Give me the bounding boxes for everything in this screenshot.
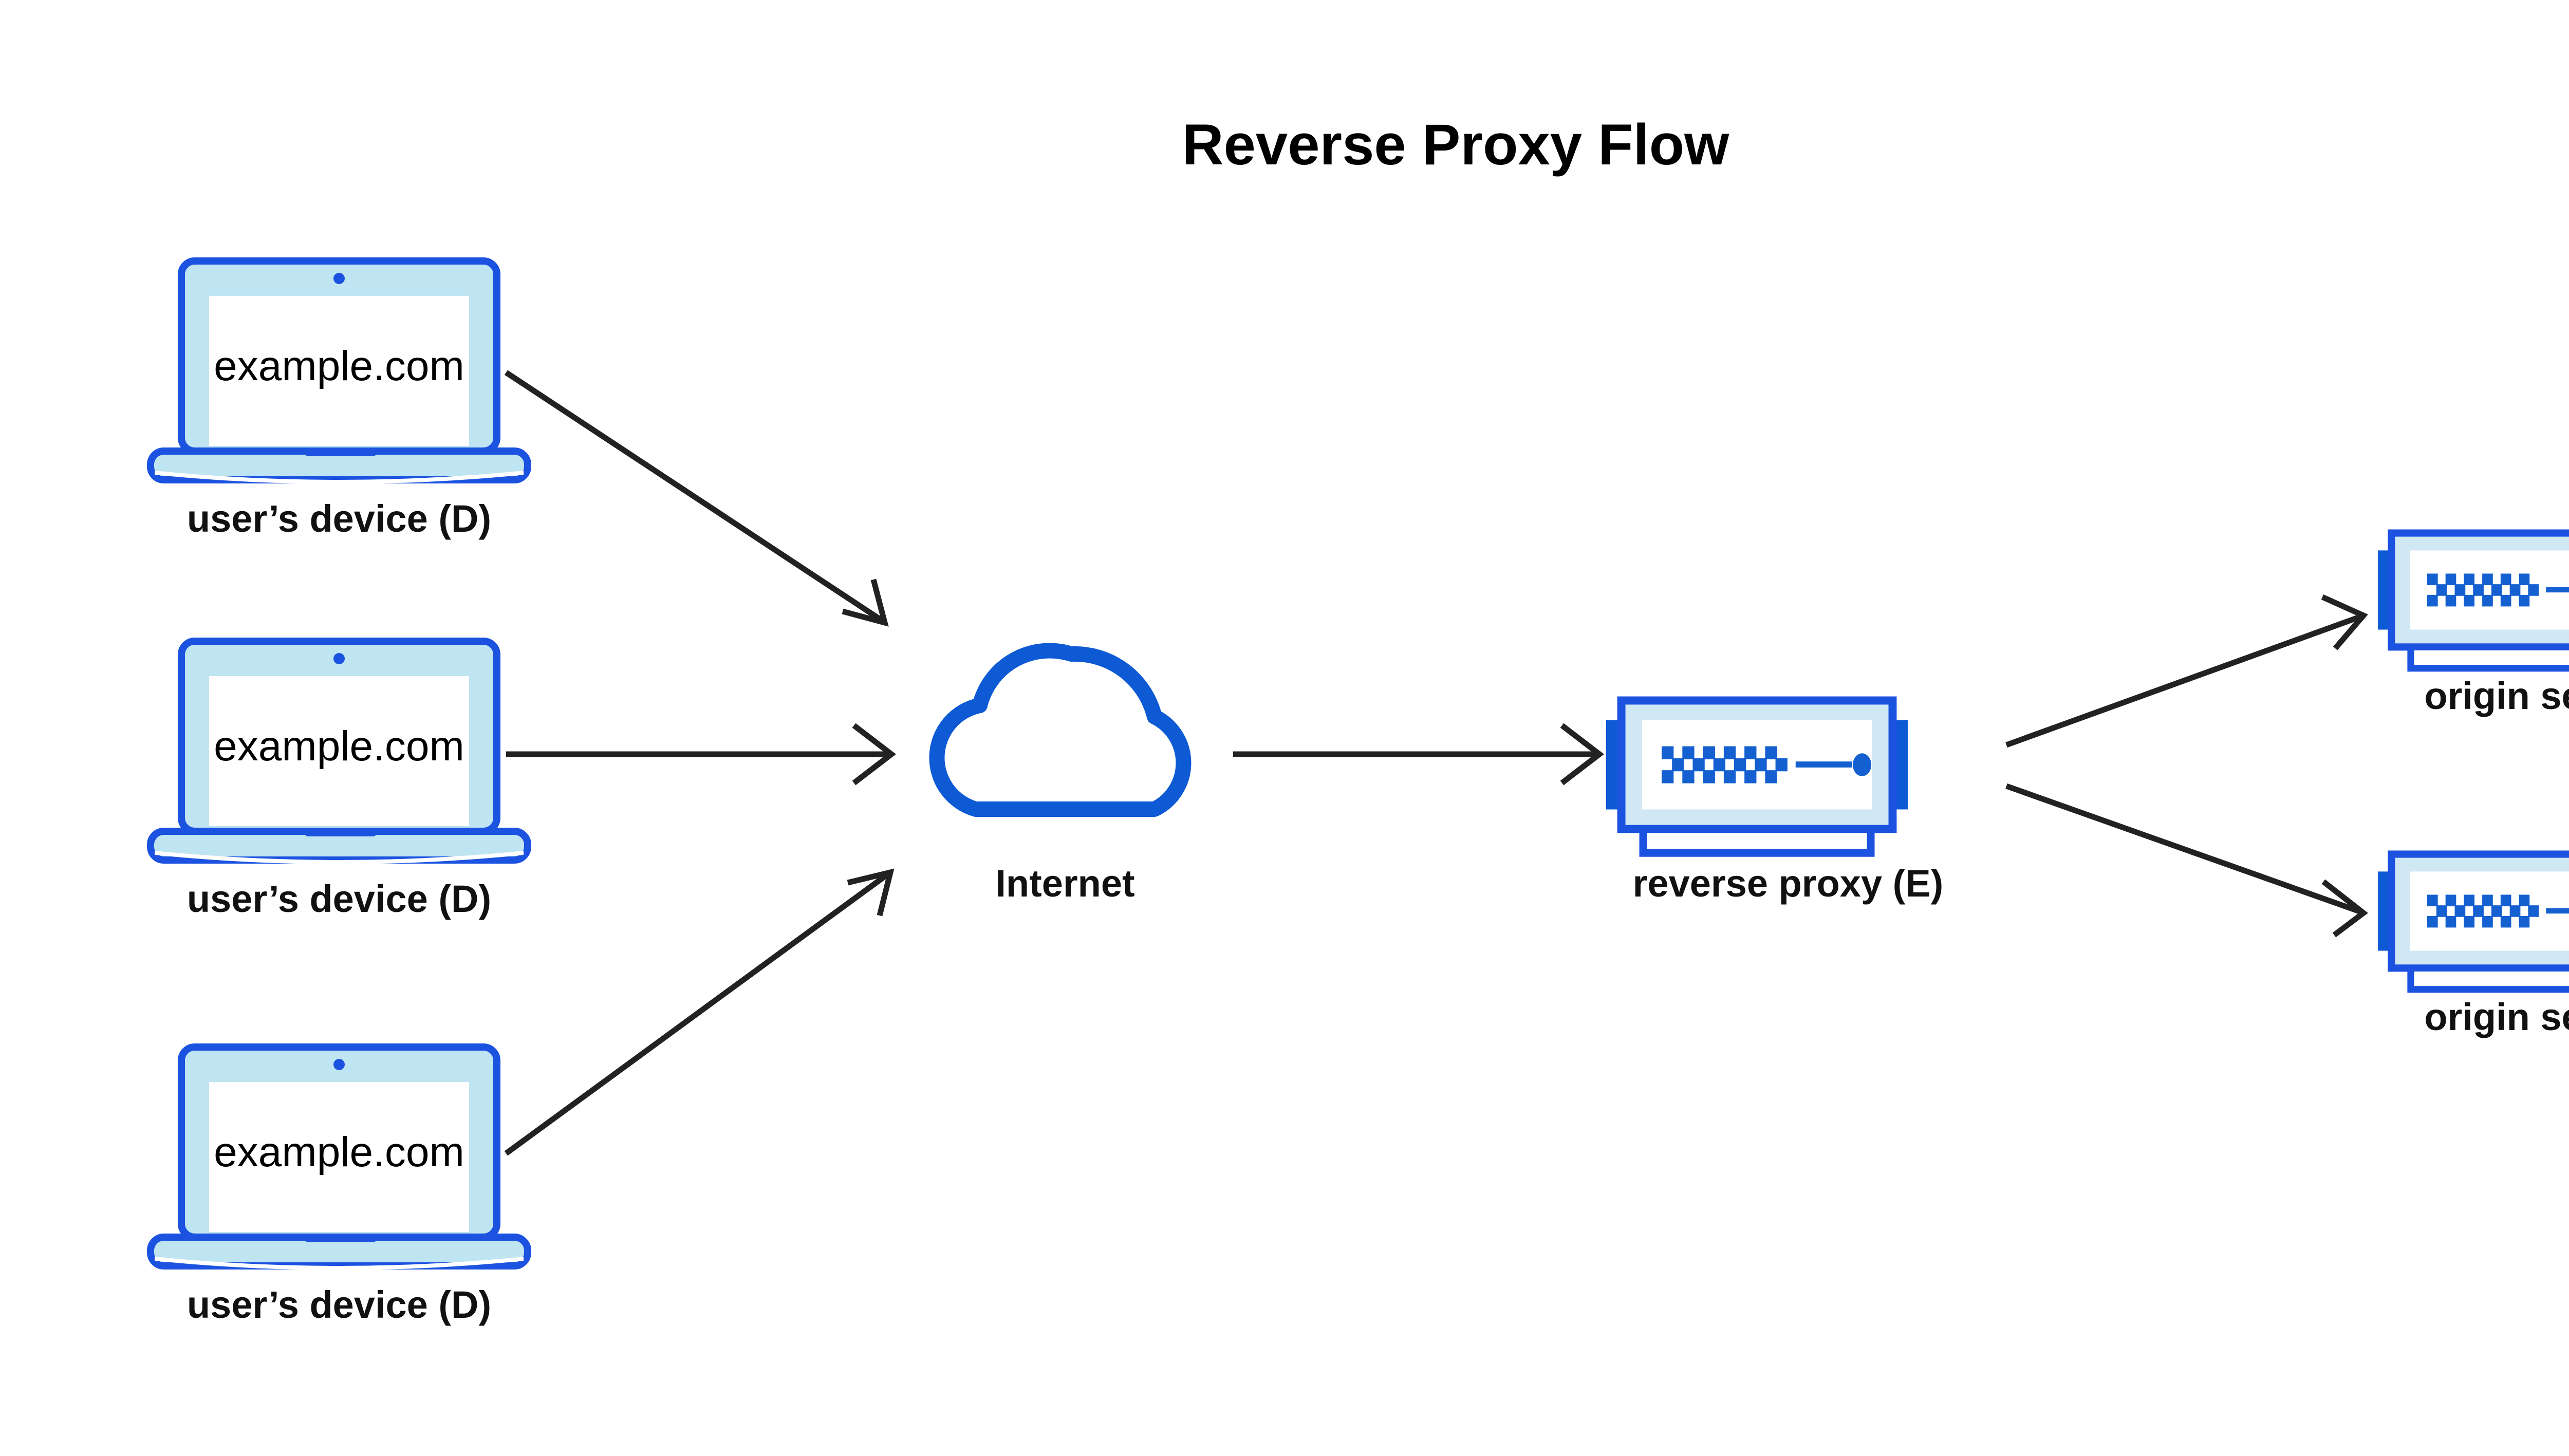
node-user-device-top[interactable]: example.com user’s device (D)	[151, 261, 528, 540]
server-icon	[2378, 854, 2569, 990]
edge-reverse-proxy-to-origin-top	[2005, 594, 2368, 748]
reverse-proxy-label: reverse proxy (E)	[1633, 862, 1944, 905]
cloud-icon	[937, 651, 1183, 809]
edge-device-top-to-internet	[504, 370, 889, 627]
server-icon	[1606, 700, 1908, 853]
edge-device-middle-to-internet	[506, 723, 897, 786]
device-screen-text: example.com	[214, 343, 464, 389]
node-user-device-middle[interactable]: example.com user’s device (D)	[151, 641, 528, 920]
device-label: user’s device (D)	[187, 878, 491, 920]
node-origin-server-bottom[interactable]: origin server (F)	[2378, 854, 2569, 1038]
edge-device-bottom-to-internet	[504, 868, 895, 1156]
cloud-label: Internet	[995, 862, 1134, 905]
node-reverse-proxy[interactable]: reverse proxy (E)	[1606, 700, 1943, 905]
node-origin-server-top[interactable]: origin server (F)	[2378, 533, 2569, 717]
device-screen-text: example.com	[214, 723, 464, 770]
device-label: user’s device (D)	[187, 1283, 491, 1326]
edge-reverse-proxy-to-origin-bottom	[2005, 783, 2369, 938]
edge-internet-to-reverse-proxy	[1233, 723, 1605, 786]
device-screen-text: example.com	[214, 1129, 464, 1175]
node-user-device-bottom[interactable]: example.com user’s device (D)	[151, 1047, 528, 1326]
origin-server-label: origin server (F)	[2424, 996, 2569, 1038]
node-internet-cloud[interactable]: Internet	[937, 651, 1183, 905]
page-title: Reverse Proxy Flow	[1182, 113, 1729, 177]
device-label: user’s device (D)	[187, 497, 491, 540]
origin-server-label: origin server (F)	[2424, 675, 2569, 717]
server-icon	[2378, 533, 2569, 668]
